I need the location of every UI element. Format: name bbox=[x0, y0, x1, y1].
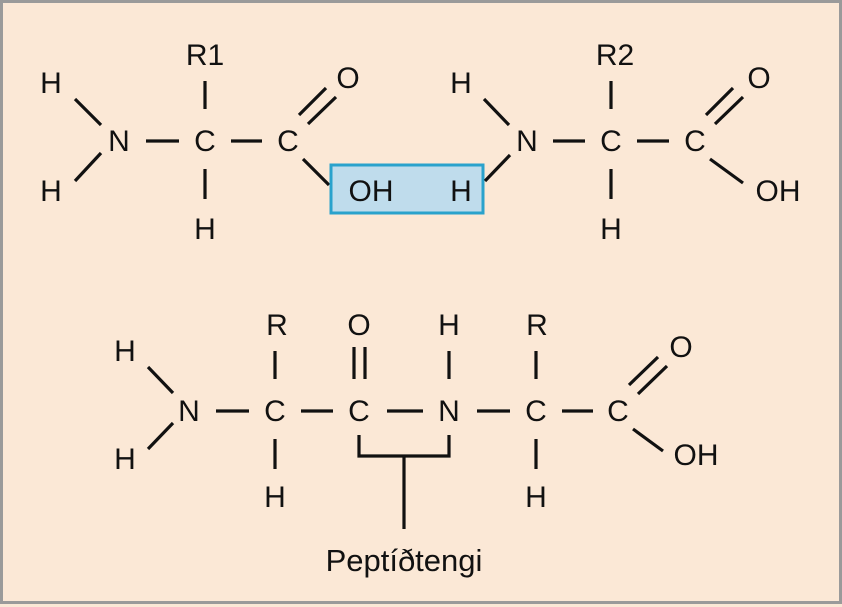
amino-acid-1: H H N R1 C H C O bbox=[40, 39, 360, 246]
atom-n: N bbox=[516, 125, 538, 158]
atom-h-alpha: H bbox=[600, 213, 622, 246]
atom-h-amine: H bbox=[450, 67, 472, 100]
atom-r2: R bbox=[526, 309, 548, 342]
atom-h-lower: H bbox=[40, 175, 62, 208]
peptide-bond-bracket bbox=[357, 435, 451, 458]
bond-h-n-lower bbox=[146, 421, 175, 451]
atom-r1: R1 bbox=[186, 39, 224, 72]
bond-c-oh bbox=[301, 157, 331, 187]
atom-h-c3: H bbox=[525, 481, 547, 514]
peptide-bond-label: Peptíðtengi bbox=[326, 543, 483, 578]
bond-h-n-highlight bbox=[483, 153, 512, 183]
bond-c4-oh bbox=[632, 427, 664, 453]
atom-h-alpha: H bbox=[194, 213, 216, 246]
atom-h-n2: H bbox=[438, 309, 460, 342]
atom-r2: R2 bbox=[596, 39, 634, 72]
atom-n2: N bbox=[438, 395, 460, 428]
atom-oh: OH bbox=[674, 439, 719, 472]
atom-c-carbonyl: C bbox=[277, 125, 299, 158]
atom-h-highlight: H bbox=[450, 175, 472, 208]
bond-c-o-double-b bbox=[306, 95, 338, 126]
bond-h-n bbox=[482, 97, 511, 127]
bond-h-n-upper bbox=[146, 365, 175, 395]
atom-c-alpha: C bbox=[600, 125, 622, 158]
bond-c-o-double-a bbox=[297, 86, 328, 117]
dipeptide: H H N R C H O C H N R C H C O OH P bbox=[114, 309, 718, 578]
atom-oh: OH bbox=[756, 175, 801, 208]
bond-h-n-upper bbox=[73, 97, 103, 127]
bond-c4-o-double-b bbox=[636, 364, 669, 396]
atom-r1: R bbox=[266, 309, 288, 342]
atom-c3: C bbox=[525, 395, 547, 428]
highlight-box bbox=[329, 163, 485, 215]
atom-c4: C bbox=[607, 395, 629, 428]
atom-o2: O bbox=[669, 331, 692, 364]
peptide-bond-diagram: H H N R1 C H C O OH H H N R2 C H C O OH bbox=[40, 39, 800, 578]
bond-c-oh bbox=[709, 157, 744, 185]
bond-c4-o-double-a bbox=[627, 355, 660, 387]
atom-c-alpha: C bbox=[194, 125, 216, 158]
atom-c2: C bbox=[348, 395, 370, 428]
atom-n: N bbox=[108, 125, 130, 158]
atom-h-upper: H bbox=[114, 335, 136, 368]
atom-o: O bbox=[747, 62, 770, 95]
atom-c1: C bbox=[264, 395, 286, 428]
atom-o-carbonyl: O bbox=[347, 309, 370, 342]
atom-n1: N bbox=[178, 395, 200, 428]
bond-c-o-double-a bbox=[704, 86, 735, 117]
atom-h-lower: H bbox=[114, 443, 136, 476]
atom-o: O bbox=[336, 62, 359, 95]
atom-h-c1: H bbox=[264, 481, 286, 514]
atom-c-carboxyl: C bbox=[684, 125, 706, 158]
amino-acid-2: H N R2 C H C O OH bbox=[450, 39, 800, 246]
atom-oh-highlight: OH bbox=[349, 175, 394, 208]
condensation-highlight: OH H bbox=[329, 163, 485, 215]
bond-c-o-double-b bbox=[713, 95, 745, 126]
bond-h-n-lower bbox=[73, 151, 103, 183]
atom-h-upper: H bbox=[40, 67, 62, 100]
